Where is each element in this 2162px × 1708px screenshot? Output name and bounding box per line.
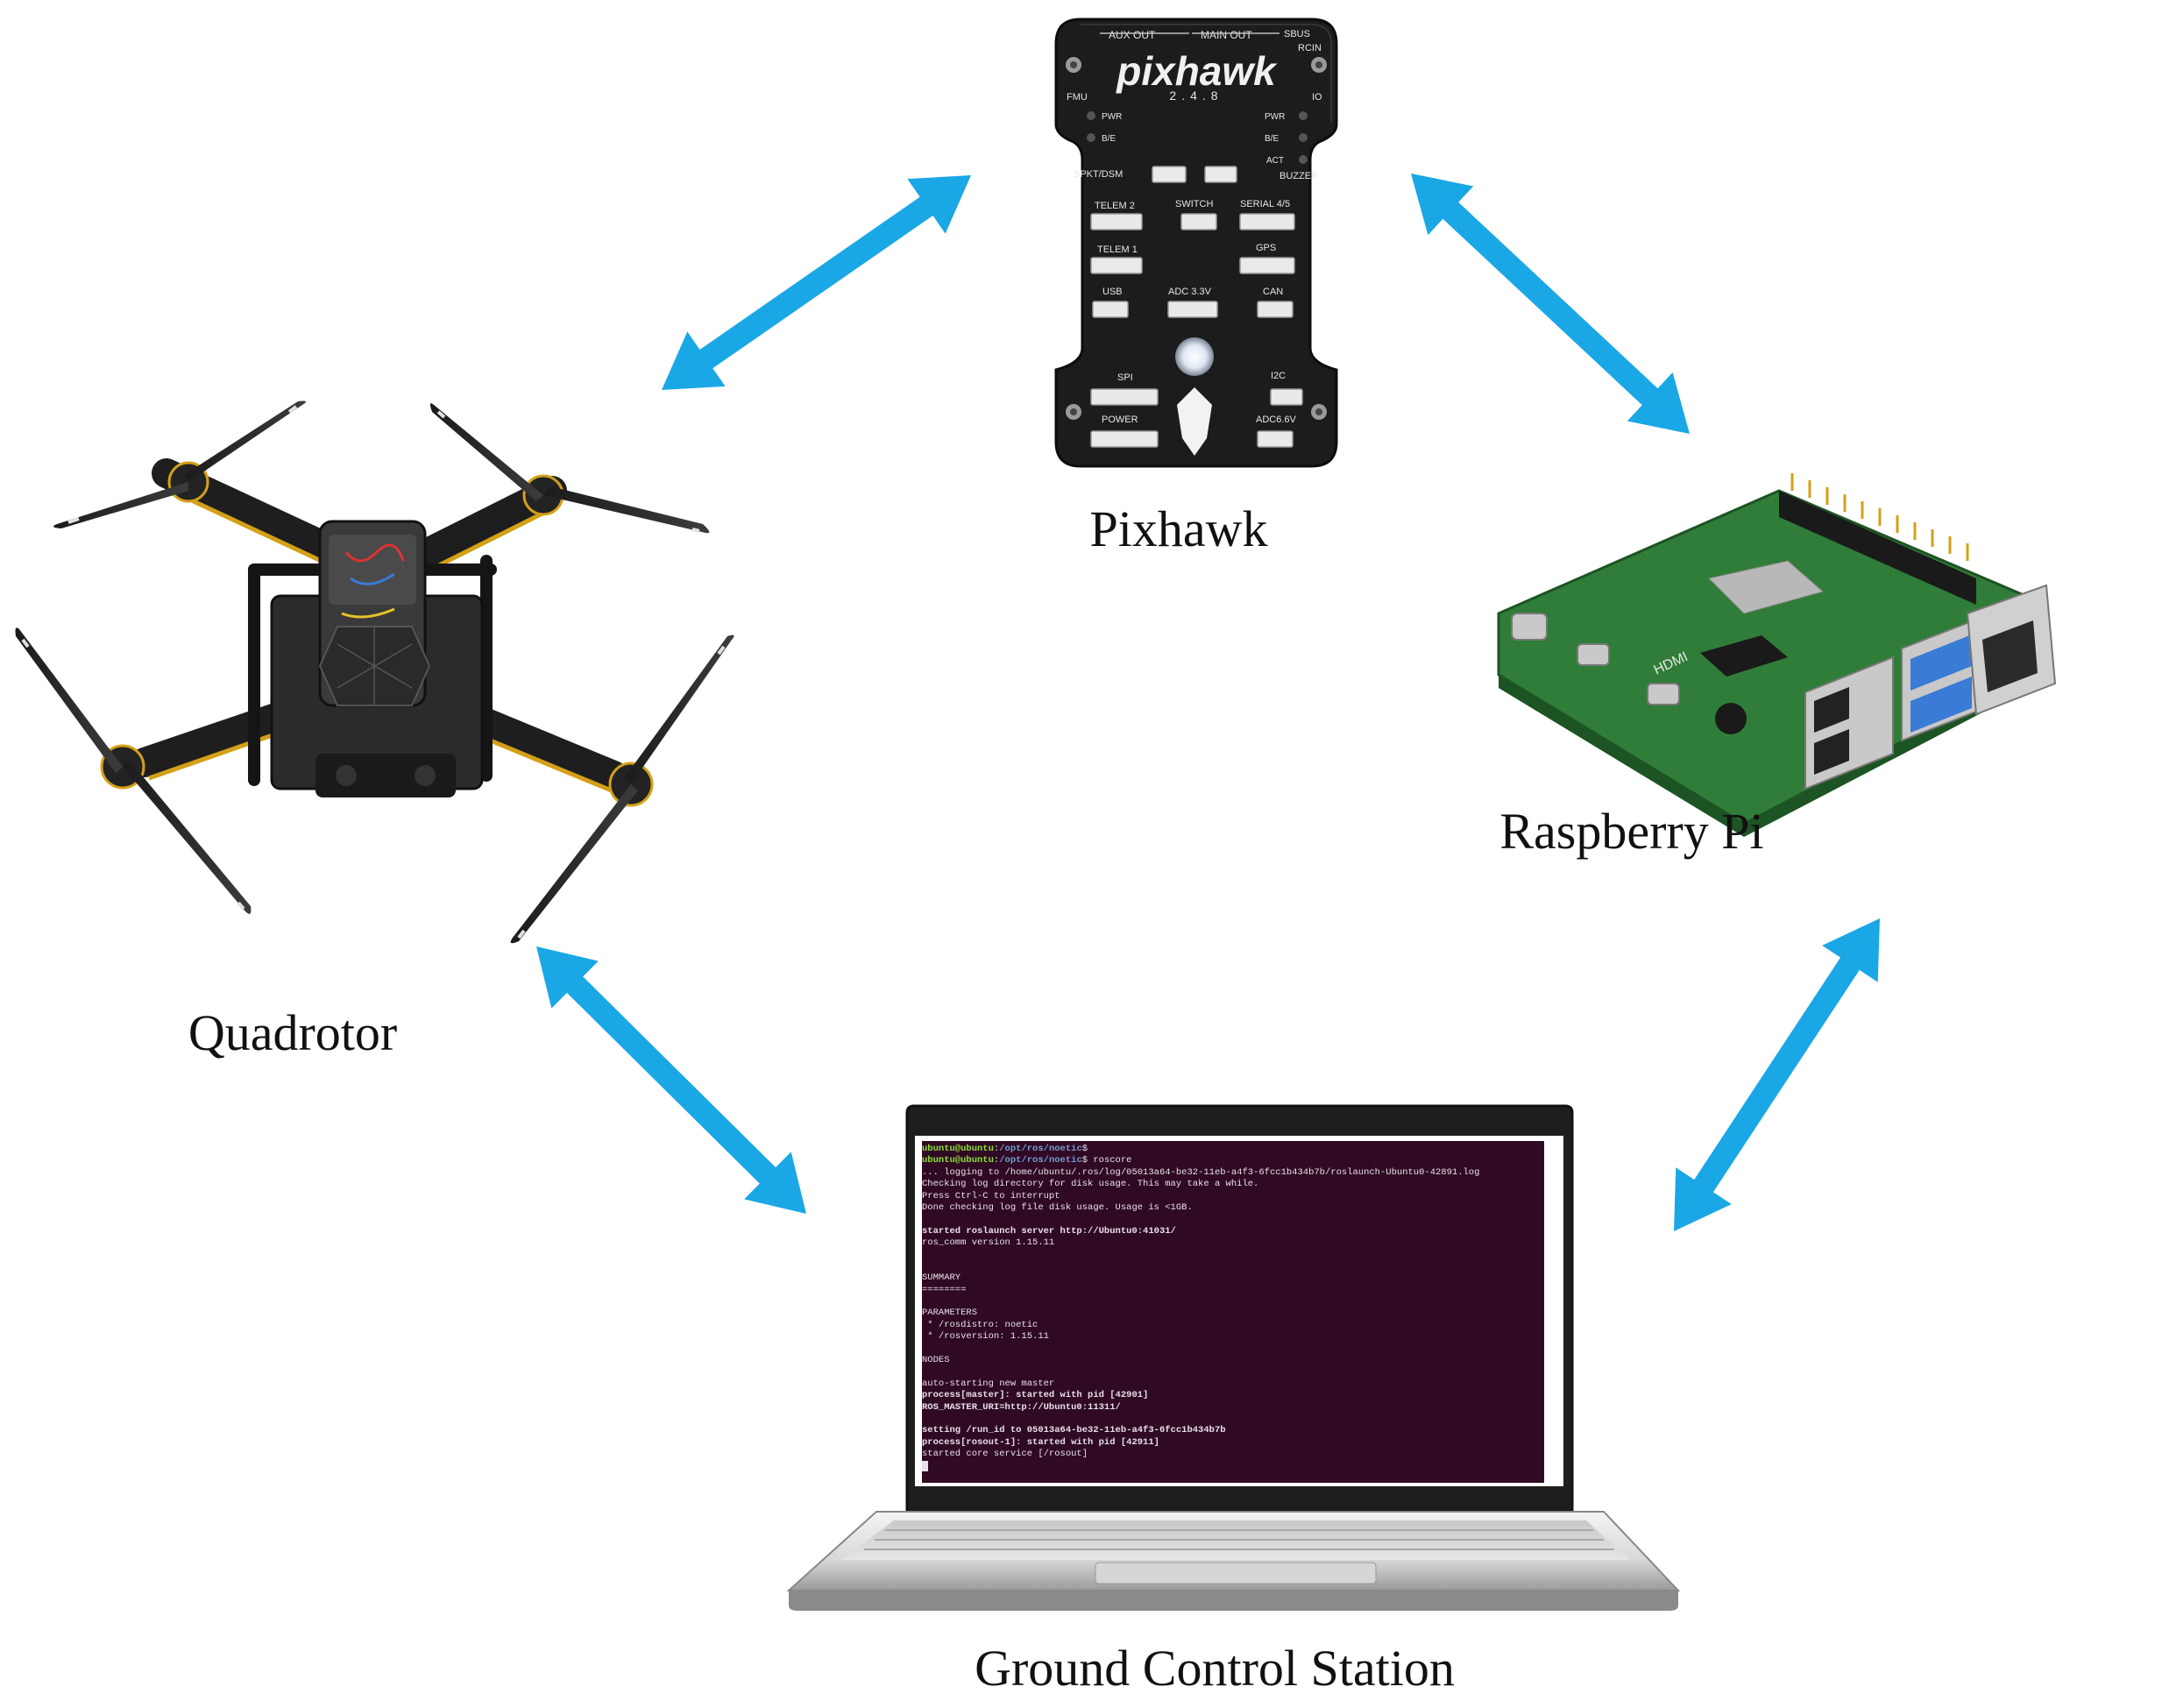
terminal-line: Checking log directory for disk usage. T… (922, 1179, 1259, 1190)
aux-out-label: AUX OUT (1109, 29, 1156, 41)
terminal-line: process[master]: started with pid [42901… (922, 1390, 1149, 1401)
trackpad (1095, 1562, 1377, 1584)
screw-icon (1066, 57, 1327, 420)
terminal-line: Press Ctrl-C to interrupt (922, 1190, 1060, 1201)
adc66-label: ADC6.6V (1256, 415, 1297, 425)
pixhawk-brand: pixhawk (1115, 48, 1278, 94)
gps-label: GPS (1256, 243, 1276, 253)
terminal-line: ubuntu@ubuntu:/opt/ros/noetic$ (922, 1144, 1088, 1154)
version-label: 2.4.8 (1169, 89, 1223, 103)
terminal-line: ros_comm version 1.15.11 (922, 1237, 1055, 1249)
raspberry-pi-image: HDMI (1497, 473, 2057, 837)
terminal-line (922, 1414, 1544, 1425)
ground-control-station-label: Ground Control Station (975, 1640, 1455, 1697)
terminal-line (922, 1366, 1544, 1378)
terminal-line: * /rosversion: 1.15.11 (922, 1331, 1049, 1343)
terminal-line: SUMMARY (922, 1272, 961, 1284)
terminal-line: started core service [/rosout] (922, 1449, 1088, 1460)
connector-ports (1090, 166, 1303, 448)
spi-label: SPI (1117, 372, 1133, 383)
svg-text:B/E: B/E (1102, 134, 1116, 144)
i2c-label: I2C (1271, 371, 1286, 381)
power-label: POWER (1102, 415, 1138, 425)
pixhawk-label: Pixhawk (1089, 500, 1268, 557)
telem2-label: TELEM 2 (1095, 201, 1135, 211)
terminal-line (922, 1296, 1544, 1308)
io-label: IO (1312, 92, 1322, 103)
terminal-line (922, 1250, 1544, 1261)
laptop-image (786, 1104, 1681, 1611)
quadrotor-image (15, 400, 734, 944)
terminal-line: PARAMETERS (922, 1308, 978, 1319)
bidirectional-arrow-raspberry_pi-ground_station (1674, 918, 1880, 1231)
sbus-label: SBUS (1284, 29, 1310, 39)
terminal-line (922, 1214, 1544, 1225)
terminal-line: NODES (922, 1355, 950, 1366)
status-led-icon (1175, 337, 1214, 376)
usb-label: USB (1102, 287, 1123, 297)
status-leds: PWR B/E PWR B/E ACT (1087, 111, 1308, 166)
terminal-line (922, 1343, 1544, 1355)
terminal-line (922, 1261, 1544, 1272)
spkt-label: SPKT/DSM (1074, 169, 1123, 180)
connection-arrows (536, 174, 1880, 1231)
terminal-line: ubuntu@ubuntu:/opt/ros/noetic$ roscore (922, 1155, 1132, 1166)
terminal-window (922, 1141, 1544, 1483)
usb-ports (1804, 616, 1981, 790)
main-out-label: MAIN OUT (1201, 29, 1252, 41)
bidirectional-arrow-pixhawk-raspberry_pi (1411, 174, 1690, 434)
quadrotor-label: Quadrotor (188, 1004, 398, 1061)
switch-label: SWITCH (1175, 199, 1213, 209)
svg-text:ACT: ACT (1266, 156, 1284, 166)
rcin-label: RCIN (1298, 43, 1322, 53)
bidirectional-arrow-quadrotor-pixhawk (662, 175, 971, 390)
terminal-cursor (922, 1460, 1544, 1472)
fmu-label: FMU (1067, 92, 1088, 103)
buzzer-label: BUZZER (1279, 171, 1318, 181)
terminal-line: started roslaunch server http://Ubuntu0:… (922, 1225, 1176, 1237)
pixhawk-board: AUX OUT MAIN OUT SBUS RCIN pixhawk 2.4.8… (1054, 18, 1338, 468)
direction-arrow-icon (1177, 387, 1212, 456)
svg-text:PWR: PWR (1102, 112, 1122, 122)
terminal-line: * /rosdistro: noetic (922, 1319, 1038, 1330)
terminal-line: ROS_MASTER_URI=http://Ubuntu0:11311/ (922, 1401, 1121, 1413)
svg-text:B/E: B/E (1265, 134, 1279, 144)
serial45-label: SERIAL 4/5 (1240, 199, 1290, 209)
can-label: CAN (1263, 287, 1283, 297)
telem1-label: TELEM 1 (1097, 245, 1138, 255)
adc33-label: ADC 3.3V (1168, 287, 1212, 297)
terminal-output: ubuntu@ubuntu:/opt/ros/noetic$ ubuntu@ub… (922, 1144, 1544, 1478)
terminal-line: Done checking log file disk usage. Usage… (922, 1201, 1193, 1213)
raspberry-pi-label: Raspberry Pi (1499, 803, 1764, 860)
audio-jack-icon (1715, 703, 1747, 734)
terminal-line: setting /run_id to 05013a64-be32-11eb-a4… (922, 1425, 1226, 1436)
terminal-line: auto-starting new master (922, 1378, 1055, 1389)
bidirectional-arrow-ground_station-quadrotor (536, 946, 806, 1214)
terminal-line: process[rosout-1]: started with pid [429… (922, 1436, 1159, 1448)
terminal-line: ======== (922, 1284, 967, 1295)
svg-text:PWR: PWR (1265, 112, 1285, 122)
terminal-line: ... logging to /home/ubuntu/.ros/log/050… (922, 1166, 1480, 1178)
